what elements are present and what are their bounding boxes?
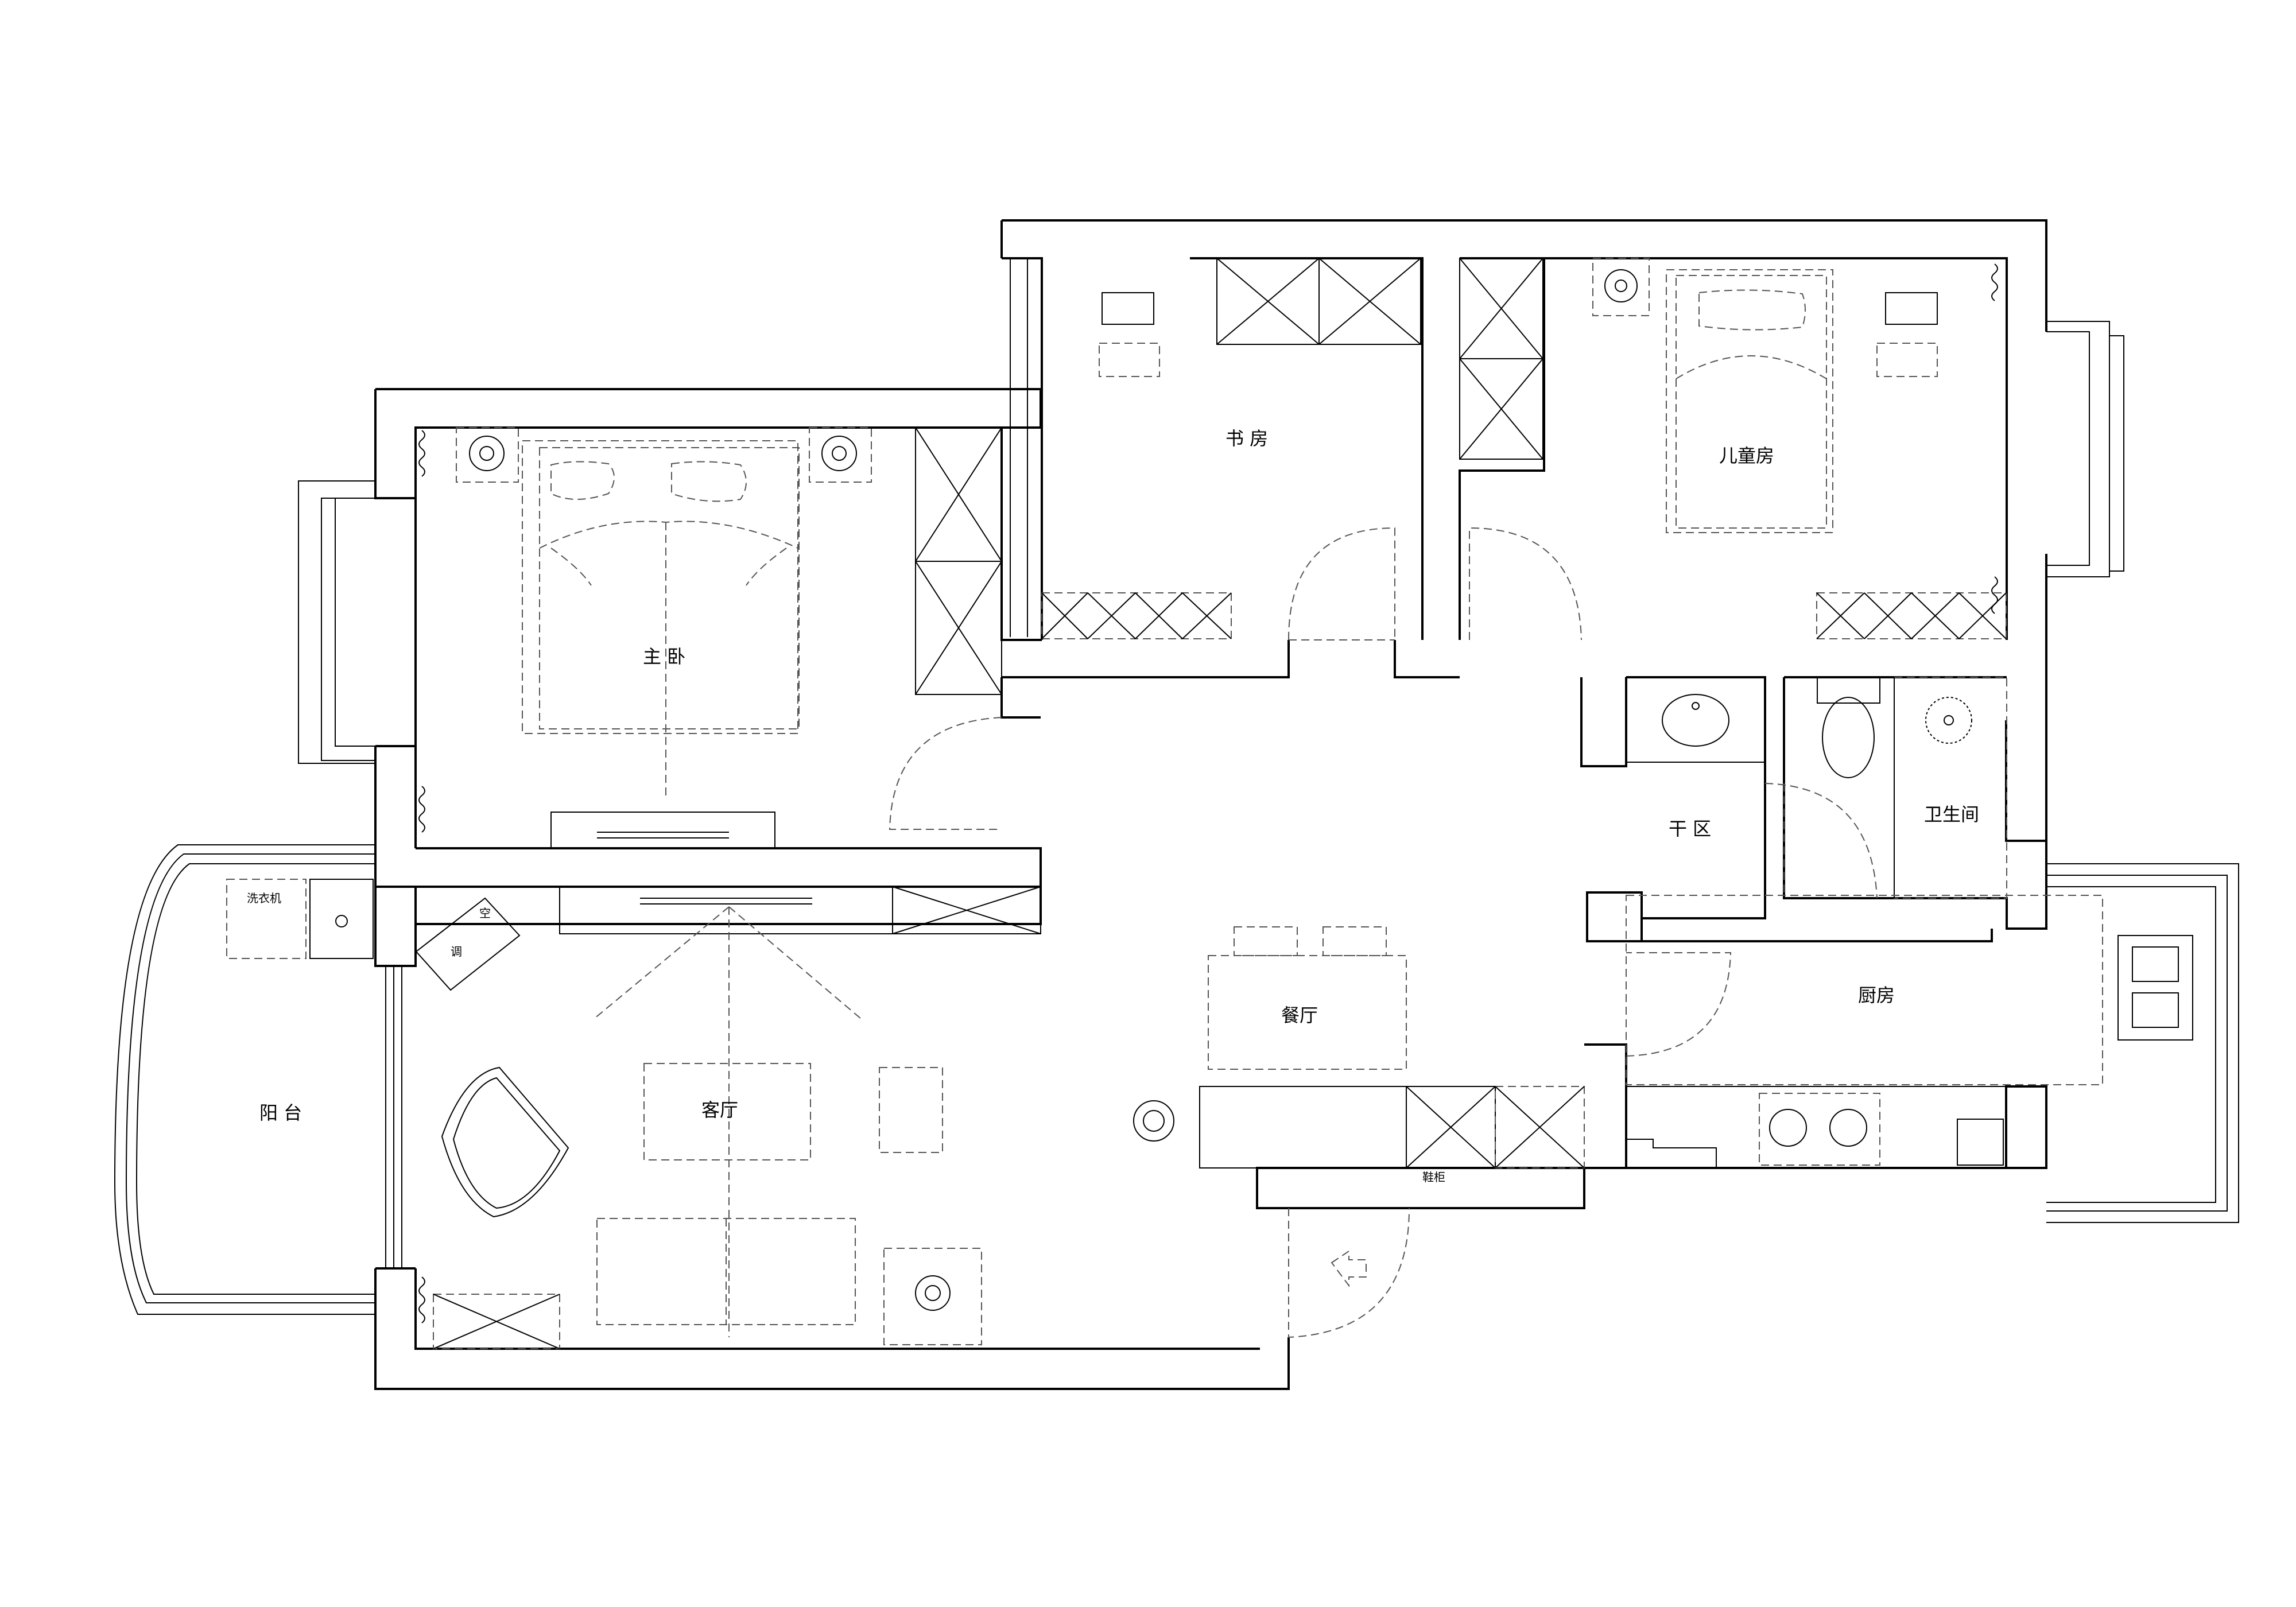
room-dry-area: 干 区 <box>1669 818 1711 840</box>
master-nightstands <box>456 427 872 483</box>
room-living: 客厅 <box>701 1099 738 1121</box>
master-door[interactable] <box>889 717 1002 830</box>
dry-area-furniture <box>1626 677 1878 899</box>
room-bathroom: 卫生间 <box>1924 804 1979 825</box>
outer-walls <box>374 219 2047 1390</box>
bathroom-fixtures <box>1817 677 2007 899</box>
master-tv <box>550 812 775 849</box>
room-balcony: 阳 台 <box>259 1102 302 1124</box>
washing-machine-label: 洗衣机 <box>247 891 281 905</box>
dining-table <box>1208 926 1407 1070</box>
room-dining: 餐厅 <box>1281 1004 1318 1026</box>
balcony-fixtures <box>226 879 521 991</box>
master-wardrobe-icon <box>915 427 1002 695</box>
dining-cabinets <box>1133 1086 1585 1169</box>
master-bed <box>522 440 800 798</box>
entrance-door[interactable] <box>1288 1208 1410 1338</box>
radiators <box>418 263 1998 1323</box>
windows <box>114 258 2239 1315</box>
room-kids: 儿童房 <box>1719 445 1774 467</box>
ac-label-1: 空 <box>479 906 491 920</box>
shoe-cabinet-label: 鞋柜 <box>1422 1170 1445 1184</box>
room-master-bedroom: 主 卧 <box>643 646 685 667</box>
study-furniture <box>1041 258 1421 641</box>
room-study: 书 房 <box>1225 428 1268 449</box>
kitchen-fixtures <box>1626 895 2193 1169</box>
kids-room-furniture <box>1459 258 2007 641</box>
shower-icon <box>1925 697 1972 744</box>
ac-label-2: 调 <box>451 945 462 958</box>
room-kitchen: 厨房 <box>1858 984 1895 1006</box>
living-room-furniture <box>433 886 1041 1349</box>
